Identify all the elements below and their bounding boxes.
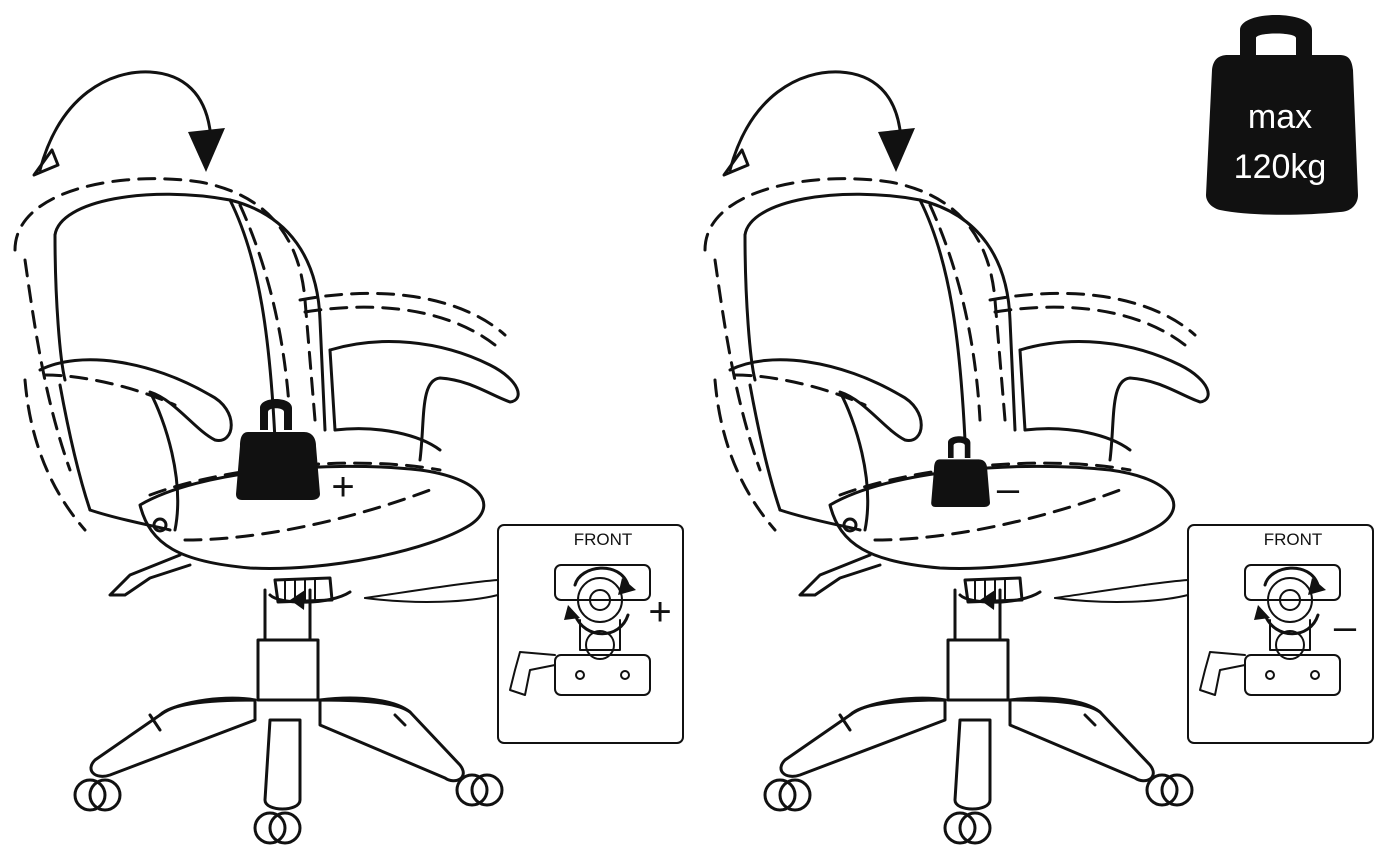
- inset-front-label: FRONT: [574, 530, 633, 549]
- weight-icon: [236, 399, 320, 500]
- max-weight-badge: max 120kg: [1206, 15, 1358, 215]
- chair-panel-right: – FRONT –: [703, 70, 1375, 845]
- plus-sign: +: [331, 465, 354, 509]
- inset-minus-sign: –: [1334, 605, 1357, 649]
- badge-weight-text: 120kg: [1234, 148, 1327, 186]
- inset-plus-sign: +: [648, 590, 671, 634]
- chair-panel-left: + FRONT +: [13, 70, 685, 845]
- weight-icon: [931, 436, 990, 507]
- badge-max-text: max: [1248, 98, 1312, 136]
- inset-front-label: FRONT: [1264, 530, 1323, 549]
- minus-sign: –: [997, 467, 1020, 511]
